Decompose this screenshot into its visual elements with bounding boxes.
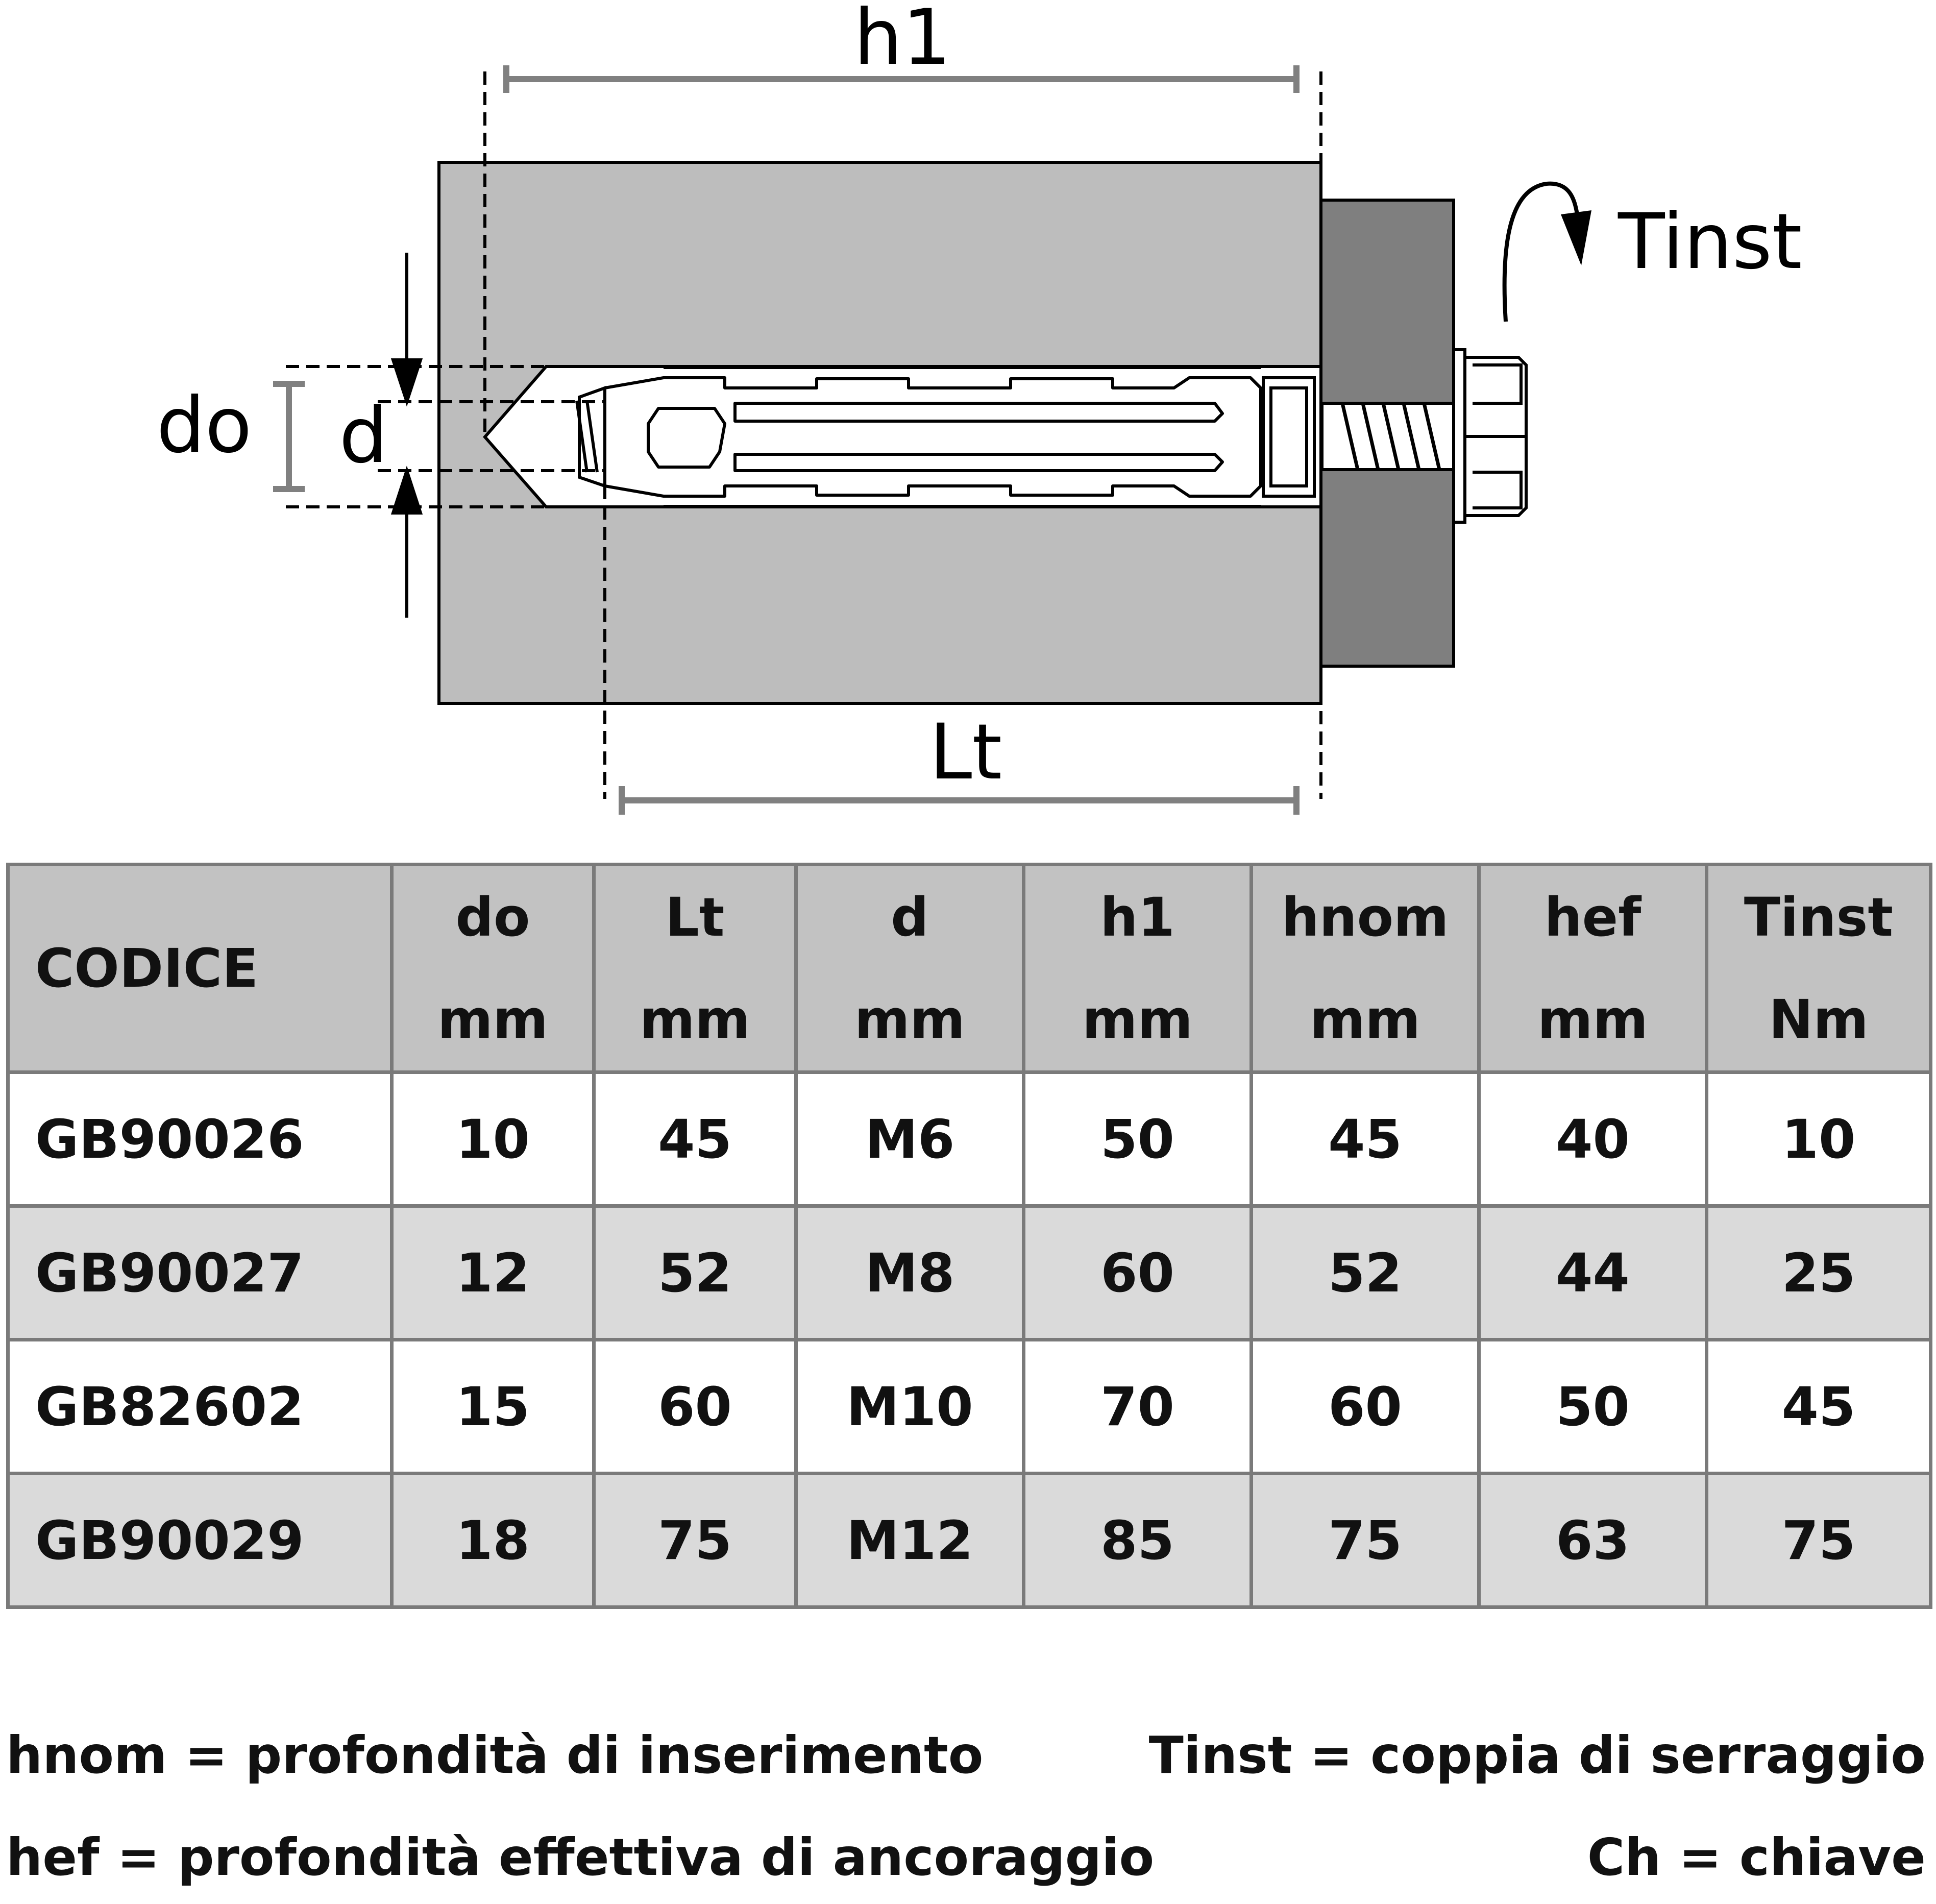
- table-row: GB82602 15 60 M10 70 60 50 45: [6, 1338, 1932, 1475]
- cell-do: 18: [390, 1472, 596, 1609]
- cell-hef: 44: [1477, 1204, 1708, 1341]
- cell-h1: 50: [1022, 1070, 1253, 1208]
- legend-hnom: hnom = profondità di inserimento: [6, 1725, 984, 1785]
- hex-nut: [1463, 356, 1528, 517]
- cell-code: GB90026: [6, 1070, 394, 1208]
- cell-hef: 63: [1477, 1472, 1708, 1609]
- cell-do: 10: [390, 1070, 596, 1208]
- cell-hnom: 75: [1249, 1472, 1481, 1609]
- cell-lt: 75: [592, 1472, 798, 1609]
- anchor-sleeve: [603, 366, 1262, 508]
- cell-d: M12: [794, 1472, 1025, 1609]
- table-row: GB90027 12 52 M8 60 52 44 25: [6, 1204, 1932, 1341]
- cell-lt: 45: [592, 1070, 798, 1208]
- cell-code: GB90029: [6, 1472, 394, 1609]
- torque-arrowhead-icon: [1561, 210, 1591, 265]
- cell-do: 12: [390, 1204, 596, 1341]
- cell-d: M6: [794, 1070, 1025, 1208]
- bolt-thread: [1340, 403, 1441, 470]
- cell-tinst: 45: [1705, 1338, 1932, 1475]
- cell-tinst: 75: [1705, 1472, 1932, 1609]
- h1-label: h1: [854, 0, 951, 82]
- cell-hef: 40: [1477, 1070, 1708, 1208]
- cell-do: 15: [390, 1338, 596, 1475]
- tinst-label: Tinst: [1618, 198, 1802, 286]
- d-label: d: [339, 392, 387, 480]
- reference-lines: [286, 71, 1322, 799]
- cell-h1: 85: [1022, 1472, 1253, 1609]
- cell-hnom: 45: [1249, 1070, 1481, 1208]
- do-dimension: [273, 381, 305, 492]
- h1-dimension: [503, 65, 1300, 93]
- cell-d: M8: [794, 1204, 1025, 1341]
- anchor-diagram: h1 Lt do d Tinst: [157, 0, 1802, 815]
- cell-hnom: 52: [1249, 1204, 1481, 1341]
- cell-tinst: 10: [1705, 1070, 1932, 1208]
- cell-hnom: 60: [1249, 1338, 1481, 1475]
- cell-h1: 70: [1022, 1338, 1253, 1475]
- tip-thread: [575, 400, 599, 473]
- washer: [1452, 348, 1466, 524]
- legend-ch: Ch = chiave: [1587, 1827, 1926, 1887]
- torque-arrow-icon: [1502, 181, 1579, 322]
- do-label: do: [157, 381, 252, 470]
- cell-h1: 60: [1022, 1204, 1253, 1341]
- cell-code: GB82602: [6, 1338, 394, 1475]
- cell-hef: 50: [1477, 1338, 1708, 1475]
- cell-lt: 52: [592, 1204, 798, 1341]
- table-row: GB90029 18 75 M12 85 75 63 75: [6, 1472, 1932, 1609]
- cell-lt: 60: [592, 1338, 798, 1475]
- cell-code: GB90027: [6, 1204, 394, 1341]
- cell-tinst: 25: [1705, 1204, 1932, 1341]
- legend-hef: hef = profondità effettiva di ancoraggio: [6, 1827, 1155, 1887]
- cell-d: M10: [794, 1338, 1025, 1475]
- lt-label: Lt: [929, 708, 1002, 797]
- table-row: GB90026 10 45 M6 50 45 40 10: [6, 1070, 1932, 1208]
- lt-dimension: [619, 786, 1300, 815]
- d-dimension: [390, 253, 423, 618]
- legend-tinst: Tinst = coppia di serraggio: [1148, 1725, 1926, 1785]
- header-codice: CODICE: [6, 863, 394, 1074]
